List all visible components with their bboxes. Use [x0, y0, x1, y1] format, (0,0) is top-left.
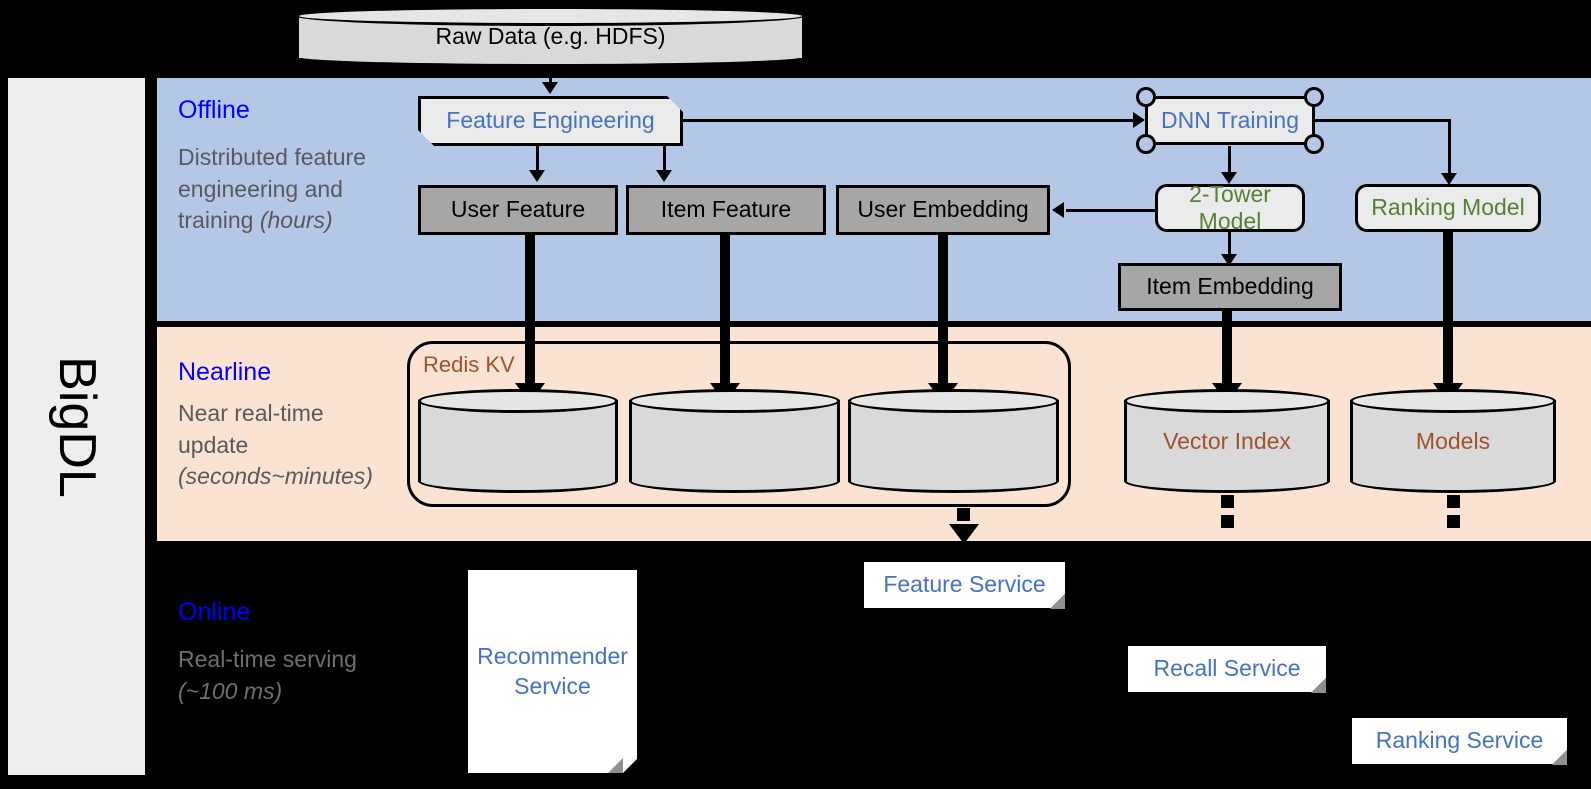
recommender-service-node[interactable]: Recommender Service — [468, 570, 637, 773]
cylinder-body — [848, 400, 1059, 482]
cylinder-body — [629, 400, 840, 482]
ranking-service-label: Ranking Service — [1375, 727, 1544, 754]
offline-description: Distributed feature engineering and trai… — [178, 142, 388, 237]
ranking-model-label: Ranking Model — [1371, 194, 1525, 221]
feature-engineering-node[interactable]: Feature Engineering — [418, 96, 683, 146]
arrowhead-fe-userfeature — [529, 170, 545, 182]
cylinder-top — [848, 389, 1059, 413]
card-notch-tl — [1136, 87, 1156, 107]
redis-store-2[interactable] — [629, 389, 840, 493]
nearline-title: Nearline — [178, 358, 272, 386]
cylinder-top — [1124, 389, 1330, 413]
online-desc-italic: (~100 ms) — [178, 677, 283, 704]
user-embedding-node[interactable]: User Embedding — [836, 185, 1050, 235]
raw-data-store[interactable]: Raw Data (e.g. HDFS) — [296, 6, 805, 67]
models-store[interactable]: Models — [1350, 389, 1556, 493]
pipe-userembedding-store3 — [938, 235, 948, 390]
card-notch-br — [1304, 134, 1324, 154]
arrowhead-twotower-userembedding — [1052, 202, 1064, 218]
cylinder-body — [1350, 400, 1556, 482]
connector-dnn-ranking-h — [1315, 119, 1451, 122]
pipe-itemfeature-store2 — [720, 235, 730, 390]
dash-recallservice-1 — [1221, 495, 1234, 508]
bigdl-rail: BigDL — [8, 78, 145, 775]
vector-index-store[interactable]: Vector Index — [1124, 389, 1330, 493]
two-tower-model-node[interactable]: 2-Tower Model — [1155, 180, 1305, 234]
feature-service-node[interactable]: Feature Service — [864, 562, 1065, 608]
redis-kv-label: Redis KV — [423, 352, 515, 377]
online-description: Real-time serving (~100 ms) — [178, 644, 388, 707]
cylinder-top — [1350, 389, 1556, 413]
offline-desc-text: Distributed feature engineering and trai… — [178, 144, 366, 234]
item-feature-label: Item Feature — [660, 196, 792, 223]
dash-featureservice-1 — [957, 508, 970, 521]
cylinder-body — [418, 400, 618, 482]
arrowhead-rawdata-fe — [542, 82, 558, 94]
ranking-model-node[interactable]: Ranking Model — [1355, 184, 1541, 232]
arrowhead-dnn-ranking — [1441, 173, 1457, 185]
cylinder-body — [1124, 400, 1330, 482]
user-embedding-label: User Embedding — [857, 196, 1029, 223]
card-notch-tr — [1304, 87, 1324, 107]
connector-dnn-ranking-v — [1448, 119, 1451, 179]
card-notch-bl — [1136, 134, 1156, 154]
cylinder-top — [629, 389, 840, 413]
redis-store-3-label — [848, 389, 1059, 493]
nearline-desc-text: Near real-time update — [178, 400, 324, 458]
two-tower-model-label: 2-Tower Model — [1189, 180, 1271, 234]
dash-rankingservice-1 — [1447, 495, 1460, 508]
ranking-service-node[interactable]: Ranking Service — [1352, 718, 1567, 764]
online-title: Online — [178, 598, 251, 626]
card-background — [1145, 96, 1315, 145]
recommender-service-label: Recommender Service — [477, 642, 628, 699]
recall-service-label: Recall Service — [1153, 655, 1301, 682]
nearline-description: Near real-time update (seconds~minutes) — [178, 398, 388, 493]
models-label: Models — [1415, 427, 1491, 454]
nearline-desc-italic: (seconds~minutes) — [178, 463, 373, 490]
pipe-itemembedding-vectorindex — [1222, 311, 1232, 389]
connector-rawdata-fe — [549, 67, 552, 87]
arrowhead-fe-itemfeature — [656, 170, 672, 182]
arrowhead-fe-dnn — [1133, 112, 1145, 128]
vector-index-label: Vector Index — [1163, 427, 1291, 454]
redis-store-2-label — [629, 389, 840, 493]
connector-fe-userfeature — [536, 146, 539, 174]
arrowhead-redis-featureservice — [949, 524, 979, 544]
connector-fe-itemfeature — [663, 146, 666, 174]
pipe-rankingmodel-models — [1443, 232, 1453, 390]
redis-store-1[interactable] — [418, 389, 618, 493]
redis-store-1-label — [418, 389, 618, 493]
cylinder-top — [296, 6, 805, 26]
item-feature-node[interactable]: Item Feature — [626, 185, 826, 235]
bigdl-label: BigDL — [47, 355, 106, 498]
online-desc-text: Real-time serving — [178, 646, 357, 672]
feature-engineering-label: Feature Engineering — [446, 107, 655, 134]
raw-data-label: Raw Data (e.g. HDFS) — [435, 23, 666, 49]
redis-store-3[interactable] — [848, 389, 1059, 493]
connector-twotower-itemembedding — [1228, 232, 1231, 260]
connector-dnn-twotower — [1228, 146, 1231, 178]
redis-kv-container[interactable] — [407, 341, 1071, 507]
arrowhead-dnn-twotower — [1221, 172, 1237, 184]
offline-desc-italic: (hours) — [259, 207, 333, 234]
feature-service-label: Feature Service — [883, 571, 1046, 598]
user-feature-node[interactable]: User Feature — [418, 185, 618, 235]
offline-title: Offline — [178, 96, 250, 124]
dash-rankingservice-2 — [1447, 515, 1460, 528]
user-feature-label: User Feature — [450, 196, 586, 223]
connector-twotower-userembedding — [1066, 209, 1156, 212]
dash-recallservice-2 — [1221, 515, 1234, 528]
dnn-training-label: DNN Training — [1160, 106, 1300, 133]
dnn-training-node[interactable]: DNN Training — [1136, 87, 1324, 154]
item-embedding-label: Item Embedding — [1146, 273, 1314, 300]
connector-fe-dnn — [683, 119, 1135, 122]
recall-service-node[interactable]: Recall Service — [1128, 646, 1326, 692]
cylinder-top — [418, 389, 618, 413]
pipe-userfeature-store1 — [525, 235, 535, 390]
item-embedding-node[interactable]: Item Embedding — [1118, 263, 1342, 311]
